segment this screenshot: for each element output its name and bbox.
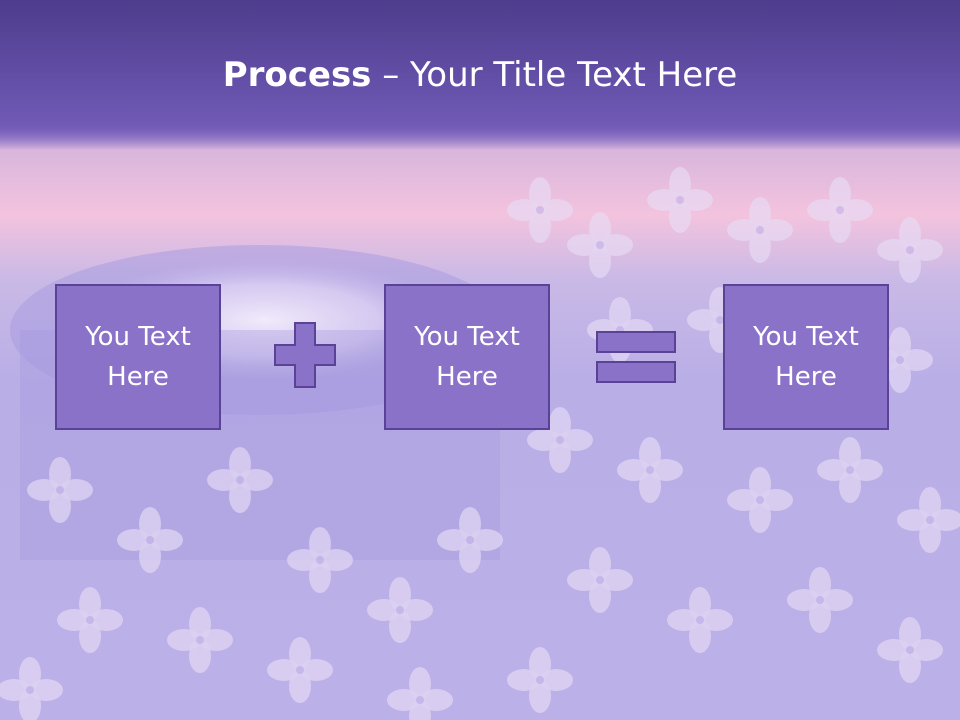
process-box-1-line1: You Text [85, 322, 191, 352]
process-box-1-line2: Here [107, 362, 169, 392]
equals-icon[interactable] [596, 331, 676, 385]
process-box-2-line1: You Text [414, 322, 520, 352]
process-box-3-line2: Here [775, 362, 837, 392]
title-rest: – Your Title Text Here [371, 55, 738, 95]
plus-icon[interactable] [274, 322, 336, 388]
title-bar [0, 0, 960, 150]
process-box-2-line2: Here [436, 362, 498, 392]
slide-title[interactable]: Process – Your Title Text Here [0, 52, 960, 98]
title-bold: Process [222, 55, 372, 95]
process-box-3-line1: You Text [753, 322, 859, 352]
